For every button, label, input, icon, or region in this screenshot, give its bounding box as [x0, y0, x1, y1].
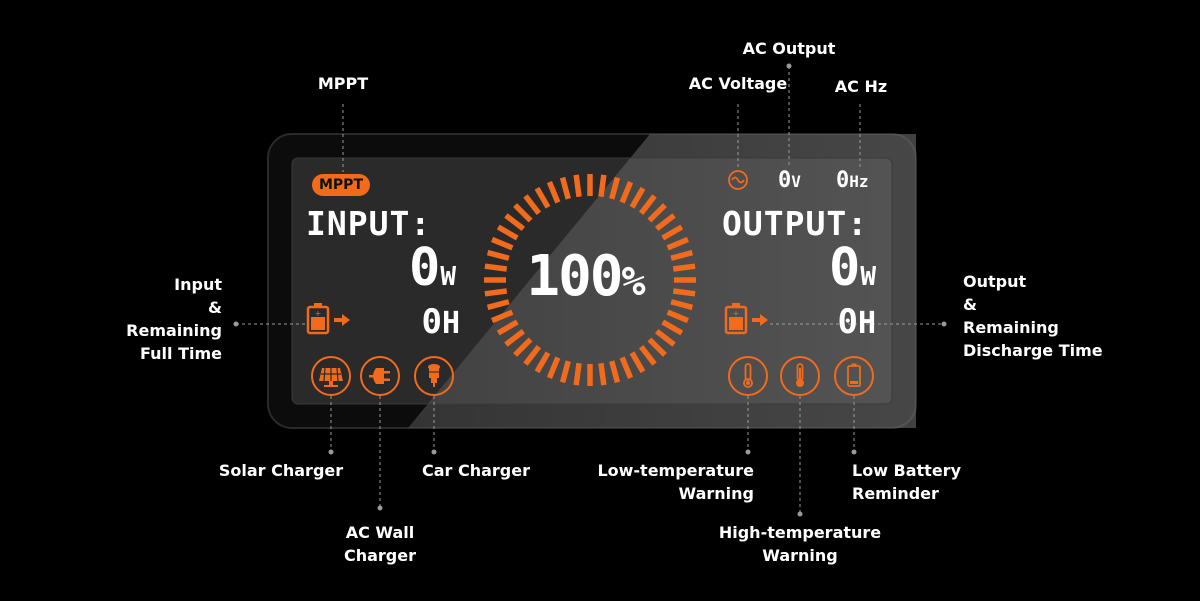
ring-segment: [573, 174, 582, 198]
battery-charging-icon: +: [306, 303, 350, 335]
ac-plug-icon: [360, 356, 400, 396]
label-ac-output: AC Output: [742, 39, 836, 58]
ring-segment: [638, 194, 657, 216]
ring-segment: [504, 328, 526, 347]
ring-segment: [513, 203, 533, 223]
ring-segment: [484, 288, 508, 297]
low-battery-icon: [834, 356, 874, 396]
ring-segment: [513, 337, 533, 357]
ring-segment: [523, 194, 542, 216]
battery-percent: 100%: [526, 244, 646, 309]
input-hours-value: 0H: [421, 302, 460, 342]
ring-segment: [573, 362, 582, 386]
label-ac-hz: AC Hz: [834, 77, 888, 96]
ring-segment: [598, 174, 607, 198]
ring-segment: [484, 263, 508, 272]
ring-segment: [647, 337, 667, 357]
label-high-temperature-warning: High-temperature Warning: [718, 523, 882, 565]
label-input-remaining-full-time: Input & Remaining Full Time: [126, 275, 222, 363]
ring-segment: [609, 176, 621, 200]
ring-segment: [523, 344, 542, 366]
ring-segment: [534, 186, 551, 209]
ring-segment: [666, 309, 689, 324]
ring-segment: [666, 236, 689, 251]
ring-segment: [670, 299, 694, 311]
ring-segment: [638, 344, 657, 366]
low-temperature-icon: [728, 356, 768, 396]
output-watts-value: 0W: [829, 238, 876, 298]
ring-segment: [661, 224, 684, 241]
ring-segment: [546, 181, 561, 204]
label-low-battery-reminder: Low Battery Reminder: [852, 461, 961, 503]
ring-segment: [598, 362, 607, 386]
ring-segment: [619, 356, 634, 379]
battery-discharging-icon: +: [724, 303, 768, 335]
label-ac-voltage: AC Voltage: [688, 74, 788, 93]
ring-segment: [647, 203, 667, 223]
ac-voltage-value: 0V: [778, 168, 801, 193]
ring-segment: [504, 213, 526, 232]
ring-segment: [486, 299, 510, 311]
ring-segment: [619, 181, 634, 204]
ring-segment: [609, 360, 621, 384]
ring-segment: [654, 213, 676, 232]
car-charger-icon: [414, 356, 454, 396]
ring-segment: [496, 224, 519, 241]
output-title: OUTPUT:: [722, 204, 869, 243]
label-ac-wall-charger: AC Wall Charger: [343, 523, 416, 565]
mppt-badge: MPPT: [312, 174, 370, 196]
ring-segment: [672, 288, 696, 297]
label-car-charger: Car Charger: [421, 461, 530, 480]
label-solar-charger: Solar Charger: [218, 461, 344, 480]
svg-text:+: +: [733, 309, 740, 318]
output-hours-value: 0H: [837, 302, 876, 342]
ac-wave-icon: [728, 170, 748, 190]
ring-segment: [670, 249, 694, 261]
label-low-temperature-warning: Low-temperature Warning: [597, 461, 754, 503]
ring-segment: [629, 186, 646, 209]
ac-hz-value: 0Hz: [836, 168, 869, 193]
ring-segment: [534, 351, 551, 374]
ring-segment: [491, 309, 514, 324]
ring-segment: [629, 351, 646, 374]
ring-segment: [491, 236, 514, 251]
ring-segment: [496, 319, 519, 336]
high-temperature-icon: [780, 356, 820, 396]
input-watts-value: 0W: [409, 238, 456, 298]
input-title: INPUT:: [306, 204, 432, 243]
ring-segment: [661, 319, 684, 336]
ring-segment: [654, 328, 676, 347]
ring-segment: [559, 360, 571, 384]
battery-level-ring: [484, 174, 696, 386]
ring-segment: [546, 356, 561, 379]
label-output-remaining-discharge-time: Output & Remaining Discharge Time: [963, 272, 1103, 360]
svg-text:+: +: [315, 309, 322, 318]
solar-panel-icon: [311, 356, 351, 396]
label-mppt: MPPT: [317, 74, 369, 93]
ring-segment: [486, 249, 510, 261]
ring-segment: [559, 176, 571, 200]
ring-segment: [672, 263, 696, 272]
